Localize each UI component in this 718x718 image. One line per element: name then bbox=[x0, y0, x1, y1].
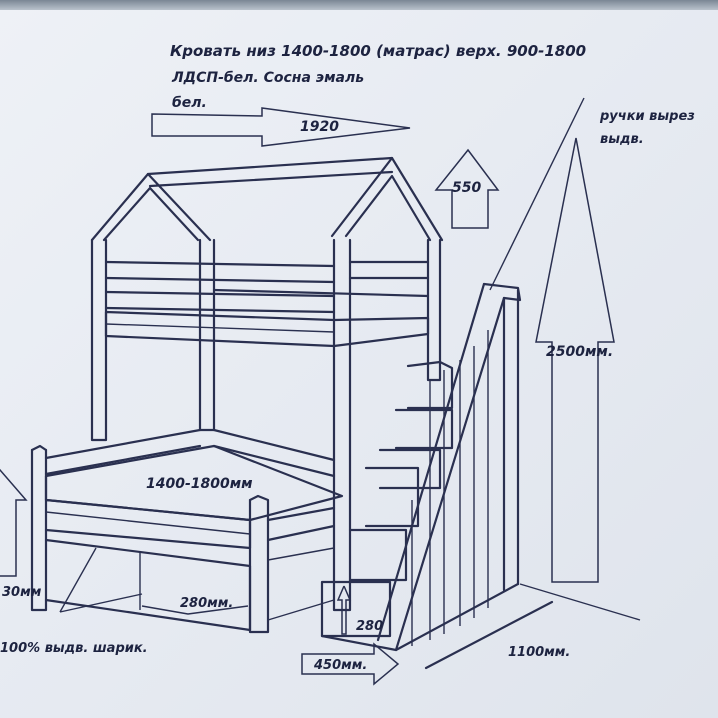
step-depth-label: 450мм. bbox=[313, 658, 367, 673]
stair-width-extension bbox=[519, 583, 641, 621]
step-height-label: 280 bbox=[356, 619, 383, 634]
title-line-1: Кровать низ 1400-1800 (матрас) верх. 900… bbox=[170, 42, 586, 60]
handles-note-line-2: выдв. bbox=[600, 132, 644, 147]
stair-width-line bbox=[424, 600, 554, 670]
drawers-pointer-left bbox=[59, 547, 97, 613]
step-depth-arrow bbox=[301, 642, 400, 686]
drawer-pointer-line bbox=[141, 605, 249, 615]
house-roof-frame bbox=[90, 156, 444, 612]
handles-pointer-line bbox=[489, 97, 585, 291]
drawer-height-label: 280мм. bbox=[180, 596, 233, 611]
lower-berth-label: 1400-1800мм bbox=[146, 476, 253, 492]
handles-note-line-1: ручки вырез bbox=[599, 109, 695, 124]
drawers-pointer-right bbox=[59, 593, 143, 613]
lower-bed bbox=[30, 428, 344, 634]
total-height-arrow bbox=[535, 137, 615, 583]
step-height-arrow bbox=[336, 585, 352, 635]
side-height-label: 30мм bbox=[2, 585, 42, 600]
side-height-arrow bbox=[0, 468, 28, 577]
stair-width-label: 1100мм. bbox=[508, 645, 570, 660]
width-arrow bbox=[151, 107, 411, 147]
roof-height-label: 550 bbox=[452, 180, 481, 196]
title-line-2: ЛДСП-бел. Сосна эмаль bbox=[171, 70, 364, 86]
drawers-note: 100% выдв. шарик. bbox=[0, 641, 148, 656]
total-height-label: 2500мм. bbox=[546, 344, 613, 360]
staircase bbox=[320, 282, 522, 652]
roof-height-arrow bbox=[434, 148, 500, 229]
monitor-top-bezel bbox=[0, 0, 718, 10]
title-line-3: бел. bbox=[172, 95, 207, 111]
width-label: 1920 bbox=[300, 119, 339, 135]
